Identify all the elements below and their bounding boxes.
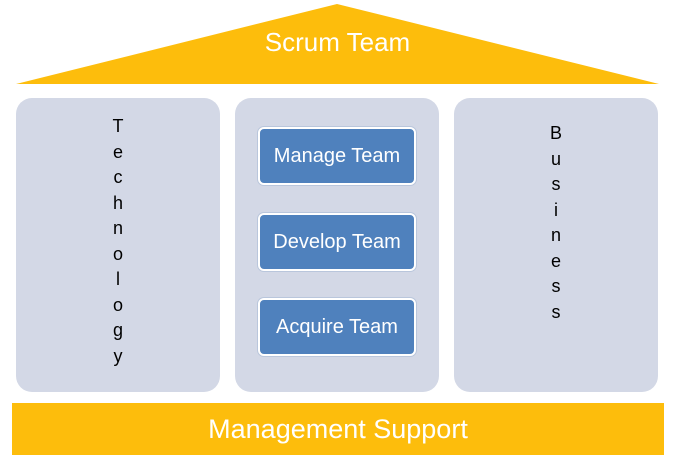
business-vertical-label: B u s i n e s s	[454, 121, 658, 325]
business-letter: s	[551, 276, 561, 296]
technology-letter: g	[112, 320, 123, 340]
acquire-team-box: Acquire Team	[258, 298, 416, 356]
pillar-technology: T e c h n o l o g y	[16, 98, 220, 392]
business-letter: n	[550, 225, 561, 245]
technology-letter: o	[112, 243, 123, 264]
technology-letter: c	[113, 167, 123, 187]
technology-vertical-label: T e c h n o l o g y	[16, 114, 220, 369]
business-letter: u	[550, 148, 561, 169]
develop-team-box: Develop Team	[258, 213, 416, 271]
management-support-foundation: Management Support	[12, 403, 664, 455]
roof-shape	[16, 4, 659, 84]
technology-letter: T	[112, 116, 124, 136]
technology-letter: l	[116, 269, 120, 289]
roof-triangle	[16, 4, 659, 84]
technology-letter: o	[112, 294, 123, 315]
business-letter: s	[551, 174, 561, 194]
technology-letter: e	[112, 141, 123, 162]
business-letter: e	[550, 250, 561, 271]
technology-letter: n	[112, 218, 123, 238]
pillar-teams: Manage Team Develop Team Acquire Team	[235, 98, 439, 392]
business-letter: B	[549, 123, 562, 143]
technology-letter: y	[113, 345, 123, 366]
manage-team-box: Manage Team	[258, 127, 416, 185]
roof-title: Scrum Team	[264, 27, 411, 57]
business-letter: s	[551, 301, 561, 322]
business-letter: i	[554, 199, 558, 220]
technology-letter: h	[112, 192, 123, 213]
pillar-business: B u s i n e s s	[454, 98, 658, 392]
